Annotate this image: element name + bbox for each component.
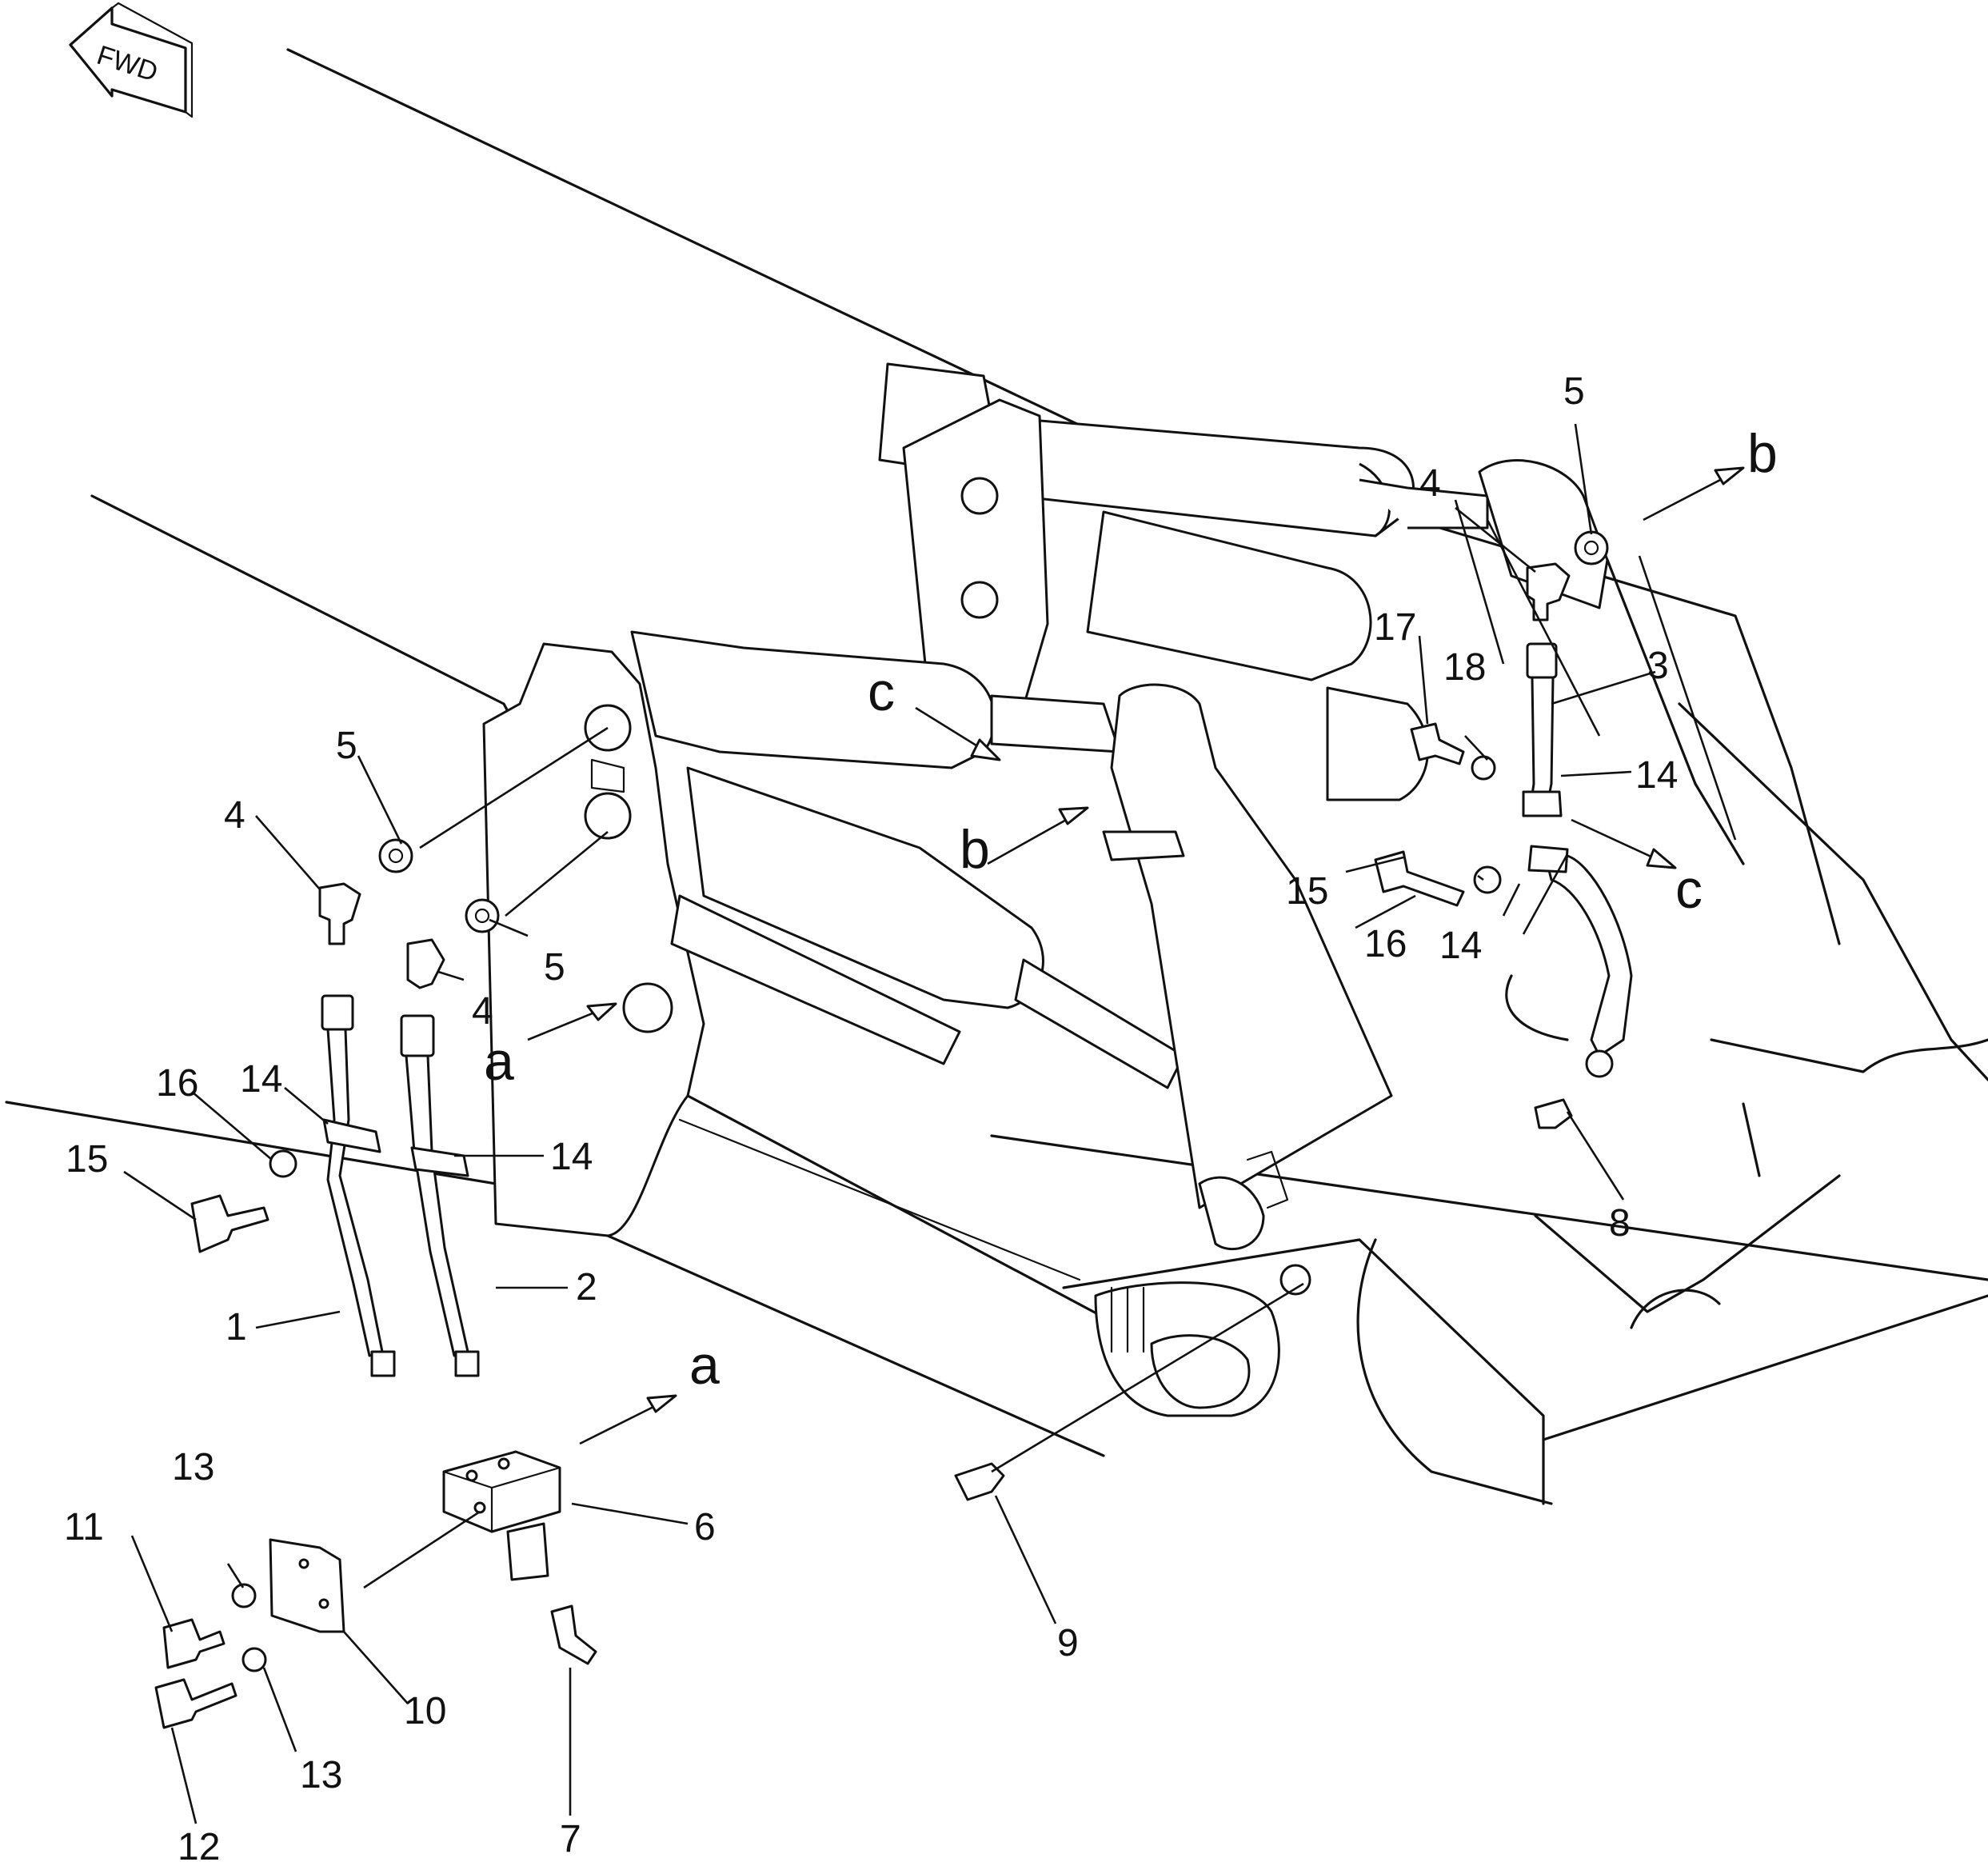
middle-cylinders [630, 630, 1185, 1089]
callout-15: 15 [1286, 870, 1328, 913]
hose-1 [321, 994, 396, 1377]
view-ref-a-upper: a [484, 1031, 514, 1092]
callout-6: 6 [694, 1506, 716, 1548]
part-callouts: 4 5 5 4 14 16 15 14 2 1 6 13 11 10 13 12… [64, 370, 1678, 1862]
hardware [154, 530, 1609, 1729]
callout-7: 7 [560, 1818, 581, 1860]
fwd-arrow-icon: FWD [69, 2, 194, 118]
machine-frame [5, 48, 1988, 1505]
callout-13: 13 [172, 1446, 214, 1488]
view-ref-b-center: b [960, 819, 990, 880]
callout-4: 4 [1419, 462, 1441, 505]
callout-8: 8 [1609, 1202, 1631, 1245]
callout-4: 4 [472, 990, 493, 1033]
callout-12: 12 [178, 1826, 220, 1862]
callout-15: 15 [66, 1138, 108, 1181]
fitting-7 [550, 1604, 597, 1665]
view-ref-c-right: c [1675, 859, 1703, 920]
pivot-hub [1094, 1264, 1311, 1417]
callout-18: 18 [1443, 646, 1486, 689]
callout-3: 3 [1647, 645, 1669, 687]
callout-16: 16 [1364, 923, 1407, 965]
callout-9: 9 [1057, 1622, 1079, 1664]
hose-2 [400, 1014, 480, 1377]
view-ref-labels: a a b b c c [484, 423, 1778, 1396]
block-6 [442, 1450, 561, 1581]
hose-3 [1526, 642, 1633, 1078]
callout-4: 4 [224, 794, 246, 837]
fwd-label: FWD [94, 40, 162, 88]
callout-14: 14 [550, 1136, 593, 1178]
center-link [1102, 683, 1393, 1251]
right-cylinders [1086, 459, 1745, 865]
view-ref-c-center: c [868, 661, 895, 722]
callout-5: 5 [336, 725, 357, 767]
view-ref-b-right: b [1747, 423, 1778, 484]
callout-5: 5 [544, 946, 565, 989]
callout-2: 2 [576, 1266, 597, 1309]
leader-lines [123, 423, 1737, 1824]
callout-11: 11 [64, 1506, 104, 1548]
callout-13: 13 [300, 1754, 342, 1796]
callout-14: 14 [1635, 754, 1678, 797]
callout-5: 5 [1563, 370, 1585, 413]
callout-1: 1 [226, 1306, 247, 1349]
view-ref-a-lower: a [689, 1335, 720, 1396]
upper-cylinders [878, 362, 1489, 721]
callout-10: 10 [404, 1690, 446, 1732]
callout-16: 16 [156, 1062, 198, 1105]
left-bracket [482, 642, 1185, 1457]
callout-14: 14 [240, 1058, 282, 1101]
view-ref-arrows [527, 466, 1745, 1445]
callout-17: 17 [1374, 606, 1416, 649]
bracket-10 [269, 1538, 345, 1633]
callout-14: 14 [1439, 925, 1482, 967]
clamp-parts [322, 790, 1569, 1177]
